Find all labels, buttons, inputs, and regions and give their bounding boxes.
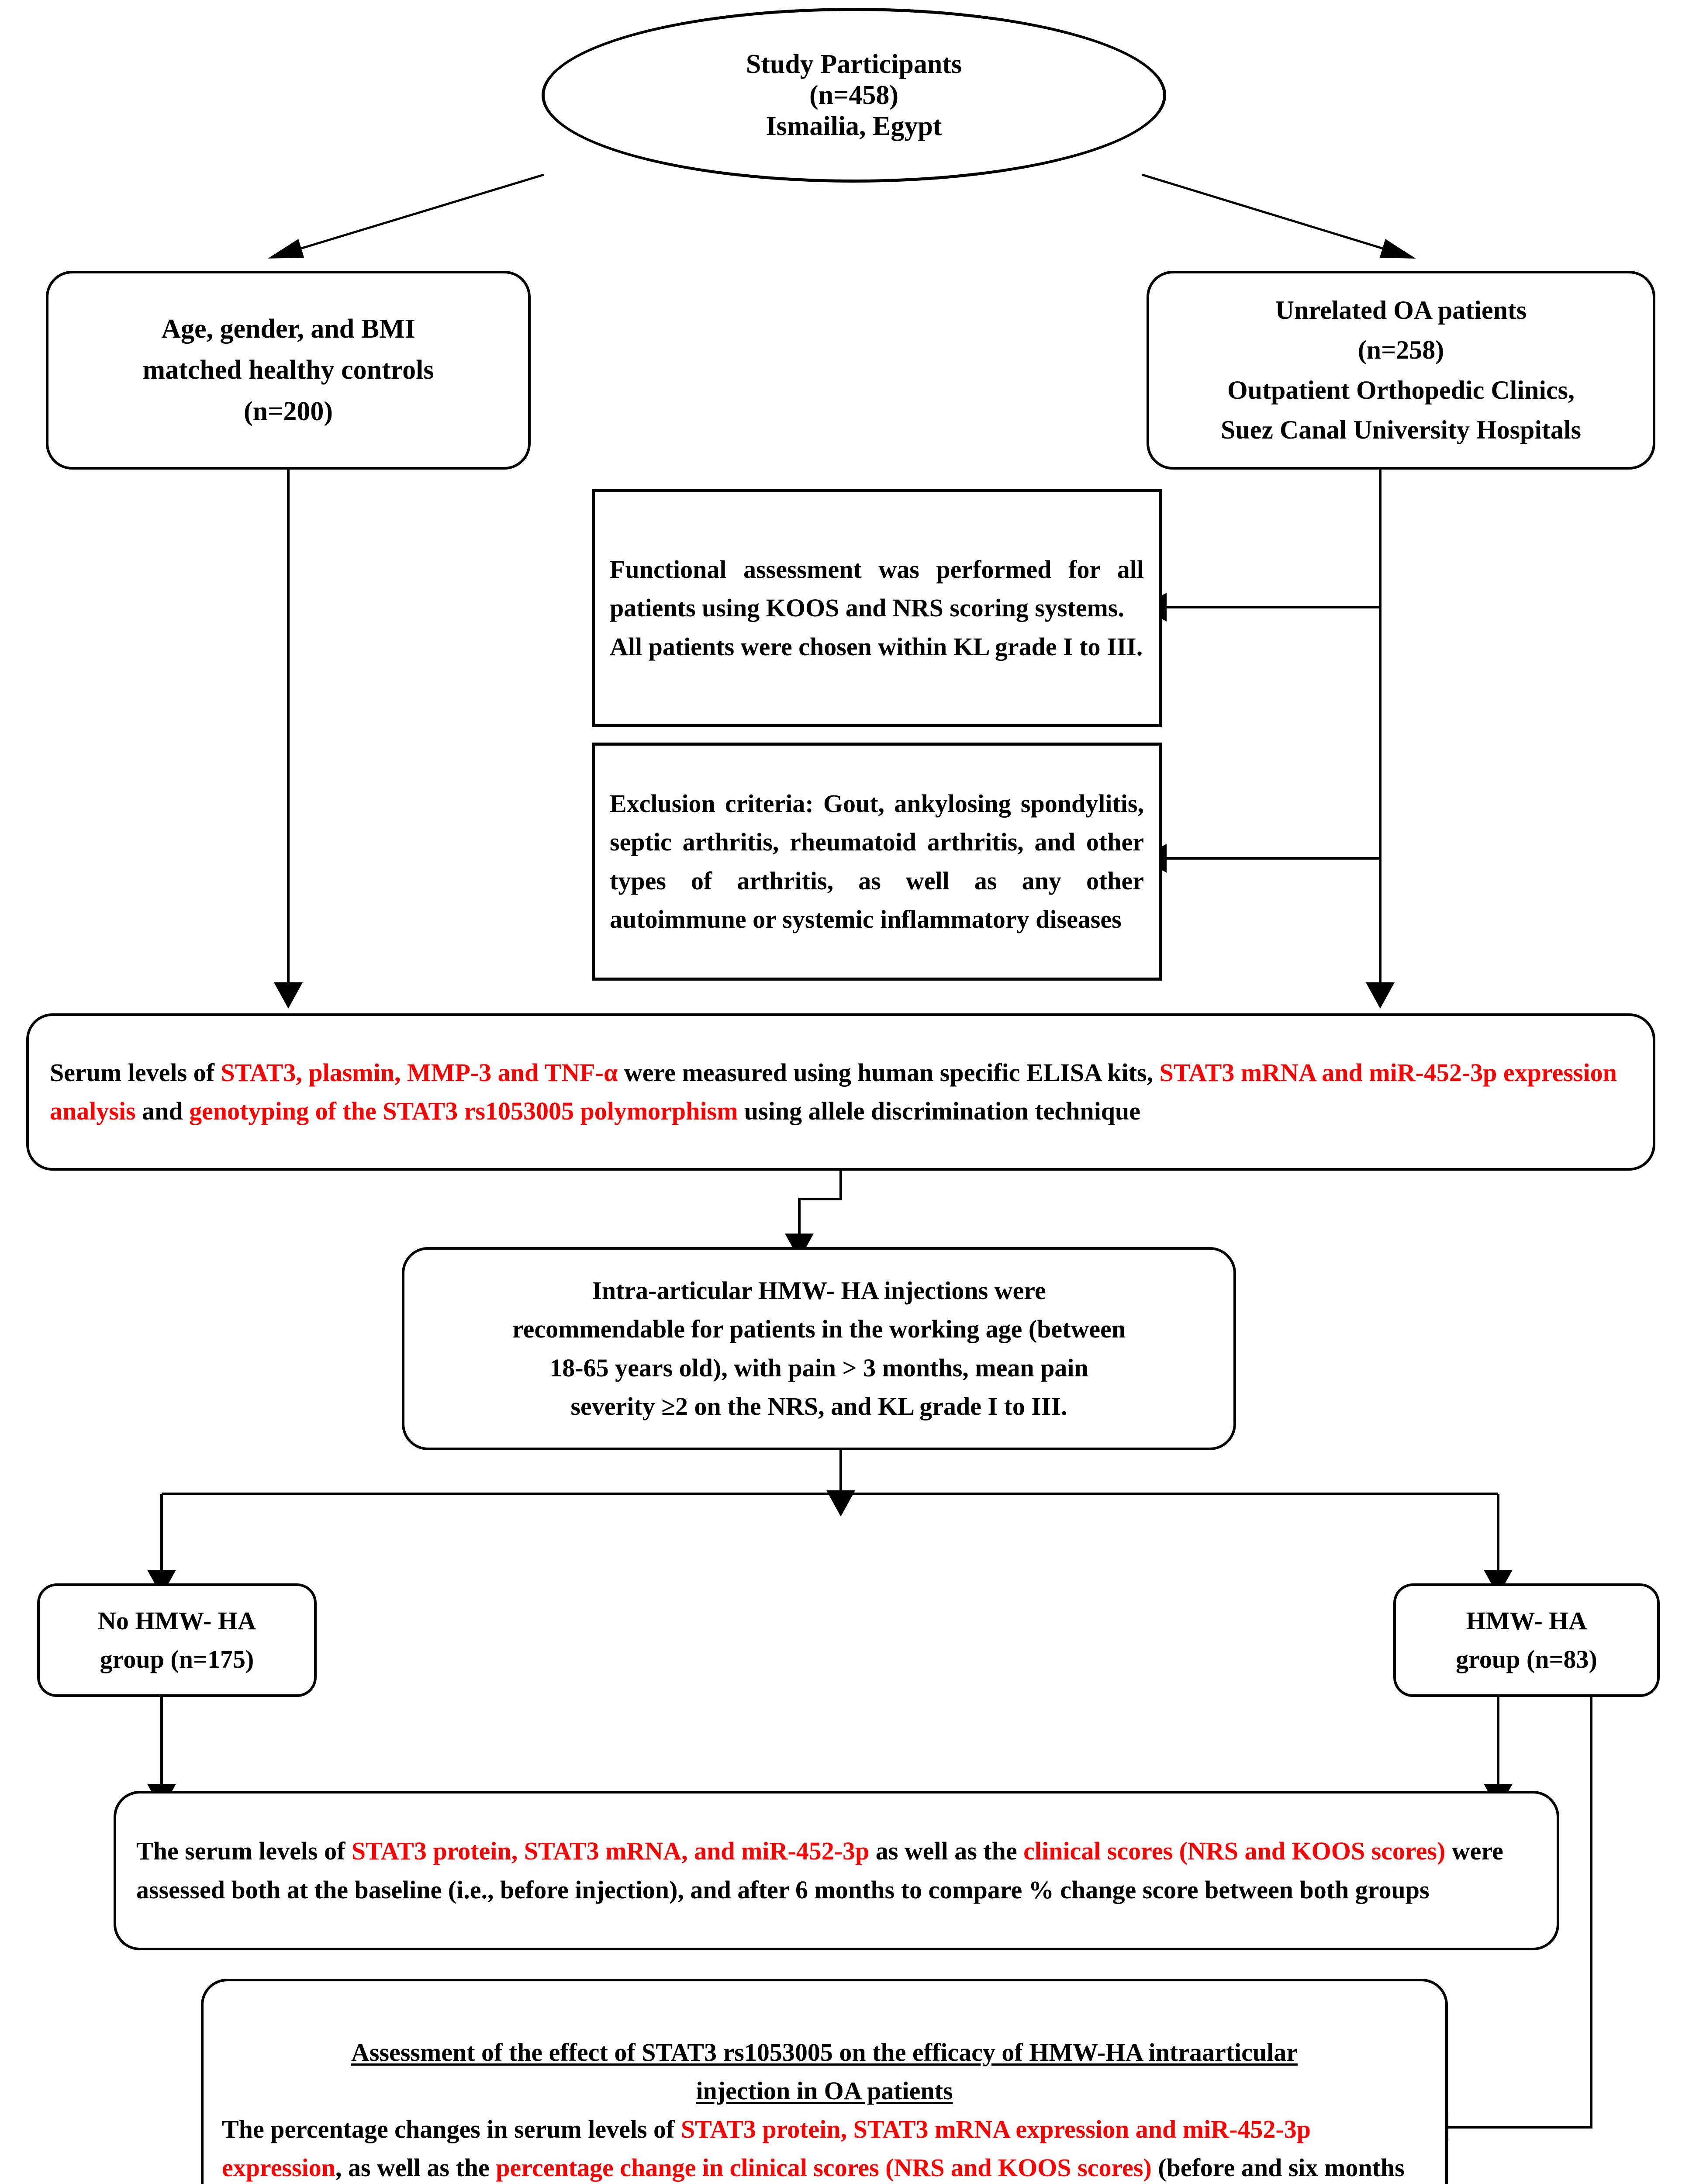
assessment-both-s3: as well as the: [869, 1837, 1024, 1866]
serum-levels-s2: STAT3, plasmin, MMP-3 and TNF-α: [221, 1058, 618, 1087]
node-hmw-ha-group: HMW- HA group (n=83): [1393, 1583, 1660, 1697]
hmw-injections-line4: severity ≥2 on the NRS, and KL grade I t…: [570, 1392, 1067, 1420]
oa-patients-line2: (n=258): [1357, 335, 1444, 365]
node-healthy-controls: Age, gender, and BMI matched healthy con…: [46, 271, 531, 470]
study-participants-line2: (n=458): [809, 80, 899, 110]
healthy-controls-line1: Age, gender, and BMI: [161, 314, 415, 344]
serum-levels-s4: STAT3 mRNA and miR-452-3p expression ana…: [50, 1058, 1617, 1125]
assessment-both-s5: were assessed both at the baseline (i.e.…: [136, 1837, 1503, 1904]
node-serum-levels: Serum levels of STAT3, plasmin, MMP-3 an…: [26, 1013, 1655, 1171]
genotype-heading-line2: injection in OA patients: [696, 2076, 953, 2105]
healthy-controls-line3: (n=200): [243, 396, 333, 426]
node-genotype-assessment: Assessment of the effect of STAT3 rs1053…: [201, 1979, 1448, 2184]
genotype-s5: (before and six months after injection) …: [1158, 2153, 1405, 2182]
node-exclusion-criteria: Exclusion criteria: Gout, ankylosing spo…: [592, 743, 1162, 981]
hmw-group-line1: HMW- HA: [1466, 1606, 1587, 1635]
node-functional-assessment: Functional assessment was performed for …: [592, 489, 1162, 727]
hmw-injections-line1: Intra-articular HMW- HA injections were: [592, 1276, 1046, 1305]
genotype-s2: STAT3 protein, STAT3 mRNA expression and…: [222, 2115, 1311, 2182]
functional-assessment-para2: All patients were chosen within KL grade…: [610, 632, 1143, 661]
assessment-both-s4: clinical scores (NRS and KOOS scores): [1023, 1837, 1446, 1866]
no-hmw-group-line2: group (n=175): [100, 1645, 254, 1673]
edge-participants-to-oa: [1142, 173, 1416, 259]
edge-serum-to-injections: [785, 1171, 842, 1260]
exclusion-criteria-text: Exclusion criteria: Gout, ankylosing spo…: [610, 789, 1144, 933]
node-hmw-ha-injections: Intra-articular HMW- HA injections were …: [402, 1247, 1236, 1450]
study-participants-line1: Study Participants: [746, 49, 962, 79]
hmw-injections-line2: recommendable for patients in the workin…: [512, 1315, 1126, 1344]
node-no-hmw-ha-group: No HMW- HA group (n=175): [37, 1583, 317, 1697]
serum-levels-s5: and: [135, 1097, 190, 1125]
serum-levels-s7: using allele discrimination technique: [738, 1097, 1141, 1125]
genotype-s3: , as well as the: [335, 2153, 496, 2182]
oa-patients-line4: Suez Canal University Hospitals: [1220, 415, 1582, 444]
node-study-participants: Study Participants (n=458) Ismailia, Egy…: [542, 8, 1166, 183]
oa-patients-line1: Unrelated OA patients: [1275, 296, 1527, 325]
assessment-both-s2: STAT3 protein, STAT3 mRNA, and miR-452-3…: [351, 1837, 870, 1866]
study-participants-line3: Ismailia, Egypt: [766, 111, 942, 141]
healthy-controls-line2: matched healthy controls: [142, 355, 434, 385]
no-hmw-group-line1: No HMW- HA: [98, 1606, 256, 1635]
edge-injections-split-bus: [160, 1450, 1499, 1559]
serum-levels-s3: were measured using human specific ELISA…: [618, 1058, 1160, 1087]
hmw-group-line2: group (n=83): [1456, 1645, 1597, 1673]
oa-patients-line3: Outpatient Orthopedic Clinics,: [1227, 375, 1575, 404]
node-oa-patients: Unrelated OA patients (n=258) Outpatient…: [1147, 271, 1655, 470]
genotype-s1: The percentage changes in serum levels o…: [222, 2115, 681, 2143]
serum-levels-s6: genotyping of the STAT3 rs1053005 polymo…: [189, 1097, 738, 1125]
node-assessment-both-groups: The serum levels of STAT3 protein, STAT3…: [114, 1791, 1559, 1950]
functional-assessment-para1: Functional assessment was performed for …: [610, 555, 1144, 622]
serum-levels-s1: Serum levels of: [50, 1058, 221, 1087]
genotype-heading-line1: Assessment of the effect of STAT3 rs1053…: [351, 2038, 1298, 2067]
genotype-s4: percentage change in clinical scores (NR…: [496, 2153, 1152, 2182]
assessment-both-s1: The serum levels of: [136, 1837, 352, 1866]
hmw-injections-line3: 18-65 years old), with pain > 3 months, …: [549, 1353, 1088, 1382]
edge-participants-to-controls: [268, 173, 544, 259]
